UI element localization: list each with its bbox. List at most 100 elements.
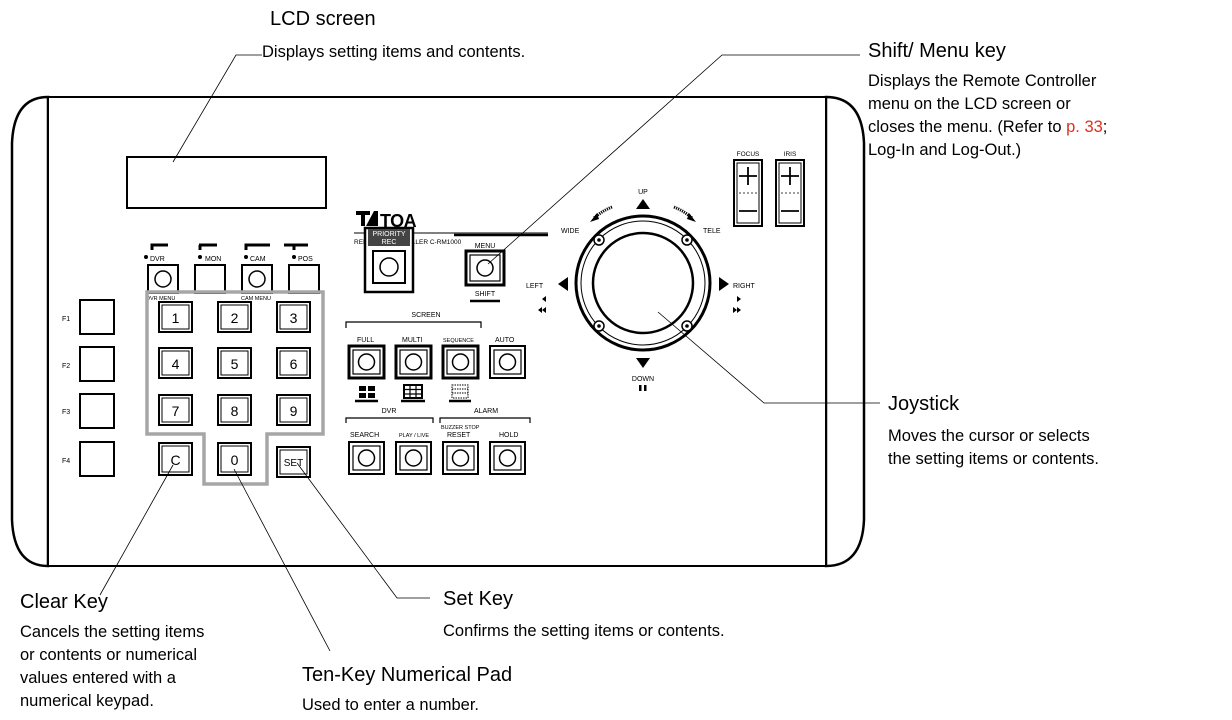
svg-text:1: 1 (172, 310, 180, 326)
dvr-group-label: DVR (382, 408, 397, 415)
svg-text:Confirms the setting items or: Confirms the setting items or contents. (443, 622, 725, 640)
svg-text:LCD screen: LCD screen (270, 8, 376, 30)
svg-text:0: 0 (231, 452, 239, 468)
buzzer-stop-label: BUZZER STOP (441, 425, 480, 431)
hold-label: HOLD (499, 432, 518, 439)
svg-text:3: 3 (290, 310, 298, 326)
svg-text:Set Key: Set Key (443, 588, 513, 610)
digit-key-1[interactable]: 1 (158, 301, 193, 333)
callout-clear-key: Clear Key Cancels the setting items or c… (20, 591, 204, 710)
svg-text:2: 2 (231, 310, 239, 326)
tele-arrowhead-icon (687, 213, 696, 222)
f1-key[interactable] (79, 299, 115, 335)
joystick[interactable] (574, 214, 712, 352)
svg-text:Cancels the setting items: Cancels the setting items (20, 623, 204, 641)
svg-text:Moves the cursor or selects: Moves the cursor or selects (888, 427, 1090, 445)
priority-rec-key[interactable]: PRIORITY REC (363, 226, 415, 294)
screen-group-label: SCREEN (411, 312, 440, 319)
up-label: UP (638, 189, 648, 196)
svg-text:8: 8 (231, 403, 239, 419)
quad-screen-icon (355, 386, 378, 403)
down-arrow-icon (636, 358, 650, 368)
tele-label: TELE (703, 228, 721, 235)
wide-arrowhead-icon (590, 213, 599, 222)
brand-logo: TOA (356, 211, 417, 231)
sequence-screen-icon (449, 384, 471, 403)
digit-key-6[interactable]: 6 (276, 347, 311, 379)
digit-key-4[interactable]: 4 (158, 347, 193, 379)
wide-label: WIDE (561, 228, 580, 235)
down-label: DOWN (632, 376, 654, 383)
alarm-group-bracket (439, 417, 531, 423)
menu-shift-key[interactable] (464, 249, 506, 287)
left-label: LEFT (526, 283, 544, 290)
auto-key[interactable] (489, 345, 526, 379)
svg-text:7: 7 (172, 403, 180, 419)
svg-text:Clear Key: Clear Key (20, 591, 108, 613)
callout-shift-menu: Shift/ Menu key Displays the Remote Cont… (868, 40, 1107, 159)
zero-key[interactable]: 0 (217, 442, 252, 476)
up-arrow-icon (636, 199, 650, 209)
f4-label: F4 (62, 458, 70, 465)
svg-text:Displays setting items and con: Displays setting items and contents. (262, 43, 525, 61)
full-key[interactable] (347, 344, 386, 380)
screen-group-bracket (345, 321, 482, 328)
step-forward-icon (733, 296, 741, 313)
digit-key-7[interactable]: 7 (158, 394, 193, 426)
digit-key-9[interactable]: 9 (276, 394, 311, 426)
focus-rocker[interactable] (733, 159, 763, 227)
svg-text:values entered with a: values entered with a (20, 669, 177, 687)
svg-text:the setting items or contents.: the setting items or contents. (888, 450, 1099, 468)
digit-key-5[interactable]: 5 (217, 347, 252, 379)
left-arrow-icon (558, 277, 568, 291)
dvr-key[interactable] (147, 264, 179, 294)
svg-text:5: 5 (231, 356, 239, 372)
brand-name: TOA (380, 211, 417, 231)
multi-key[interactable] (394, 344, 433, 380)
search-label: SEARCH (350, 432, 379, 439)
digit-key-8[interactable]: 8 (217, 394, 252, 426)
sequence-key[interactable] (441, 344, 480, 380)
f3-key[interactable] (79, 393, 115, 429)
lcd-screen (126, 156, 327, 209)
callout-lcd: LCD screen Displays setting items and co… (262, 8, 525, 61)
iris-label: IRIS (784, 151, 797, 158)
right-label: RIGHT (733, 283, 756, 290)
alarm-group-label: ALARM (474, 408, 498, 415)
svg-text:C: C (170, 452, 180, 468)
pos-key[interactable] (288, 264, 320, 294)
svg-text:Shift/ Menu key: Shift/ Menu key (868, 40, 1006, 62)
f4-key[interactable] (79, 441, 115, 477)
iris-rocker[interactable] (775, 159, 805, 227)
svg-text:Used to enter a number.: Used to enter a number. (302, 696, 479, 714)
clear-key[interactable]: C (158, 442, 193, 476)
f1-label: F1 (62, 316, 70, 323)
callout-joystick: Joystick Moves the cursor or selects the… (888, 393, 1099, 468)
svg-text:Ten-Key Numerical Pad: Ten-Key Numerical Pad (302, 664, 512, 686)
digit-key-3[interactable]: 3 (276, 301, 311, 333)
sequence-label: SEQUENCE (443, 338, 474, 344)
f2-key[interactable] (79, 346, 115, 382)
mon-key[interactable] (194, 264, 226, 294)
key-label-cam: CAM (250, 256, 266, 263)
key-label-mon: MON (205, 256, 221, 263)
callout-ten-key: Ten-Key Numerical Pad Used to enter a nu… (302, 664, 512, 714)
hold-key[interactable] (489, 441, 526, 475)
search-key[interactable] (348, 441, 385, 475)
f2-label: F2 (62, 363, 70, 370)
step-back-icon (538, 296, 546, 313)
play-live-key[interactable] (395, 441, 432, 475)
svg-text:PRIORITY: PRIORITY (372, 231, 405, 238)
digit-key-2[interactable]: 2 (217, 301, 252, 333)
cam-key[interactable] (241, 264, 273, 294)
cam-menu-label: CAM MENU (241, 296, 271, 302)
svg-text:Log-In and Log-Out.): Log-In and Log-Out.) (868, 141, 1021, 159)
svg-text:menu on the LCD screen or: menu on the LCD screen or (868, 95, 1071, 113)
svg-text:or contents or numerical: or contents or numerical (20, 646, 197, 664)
ten-key-outline (145, 290, 325, 486)
set-key[interactable]: SET (276, 446, 311, 478)
reset-label: RESET (447, 432, 471, 439)
reset-key[interactable] (442, 441, 479, 475)
svg-text:REC: REC (382, 239, 397, 246)
